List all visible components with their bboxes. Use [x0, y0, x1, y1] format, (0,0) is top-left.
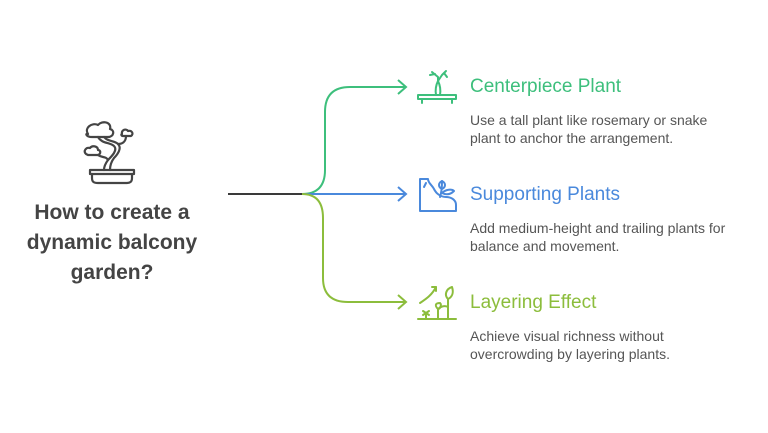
- description-line: balance and movement.: [470, 238, 620, 254]
- branch-title-centerpiece: Centerpiece Plant: [470, 76, 622, 97]
- growth-plants-icon: [417, 286, 457, 320]
- branch-description-layering: Achieve visual richness without overcrow…: [470, 327, 760, 363]
- branch-description-supporting: Add medium-height and trailing plants fo…: [470, 219, 760, 255]
- description-line: Add medium-height and trailing plants fo…: [470, 220, 726, 236]
- trailing-plant-icon: [419, 178, 457, 212]
- arrow-head-layering: [397, 294, 408, 310]
- arrow-head-supporting: [397, 186, 408, 202]
- branch-description-centerpiece: Use a tall plant like rosemary or snake …: [470, 111, 760, 147]
- potted-plant-icon: [417, 70, 457, 104]
- branch-connector-layering: [301, 193, 406, 303]
- arrow-head-centerpiece: [397, 79, 408, 95]
- branch-connector-centerpiece: [301, 86, 406, 195]
- root-question: How to create a dynamic balcony garden?: [0, 198, 224, 288]
- description-line: overcrowding by layering plants.: [470, 346, 670, 362]
- root-question-line: dynamic balcony: [26, 231, 198, 254]
- root-question-line: garden?: [70, 261, 154, 284]
- description-line: Use a tall plant like rosemary or snake: [470, 112, 708, 128]
- description-line: Achieve visual richness without: [470, 328, 664, 344]
- description-line: plant to anchor the arrangement.: [470, 130, 674, 146]
- branch-title-supporting: Supporting Plants: [470, 184, 620, 205]
- branch-title-layering: Layering Effect: [470, 292, 597, 313]
- bonsai-icon: [83, 121, 136, 185]
- root-question-line: How to create a: [34, 201, 190, 224]
